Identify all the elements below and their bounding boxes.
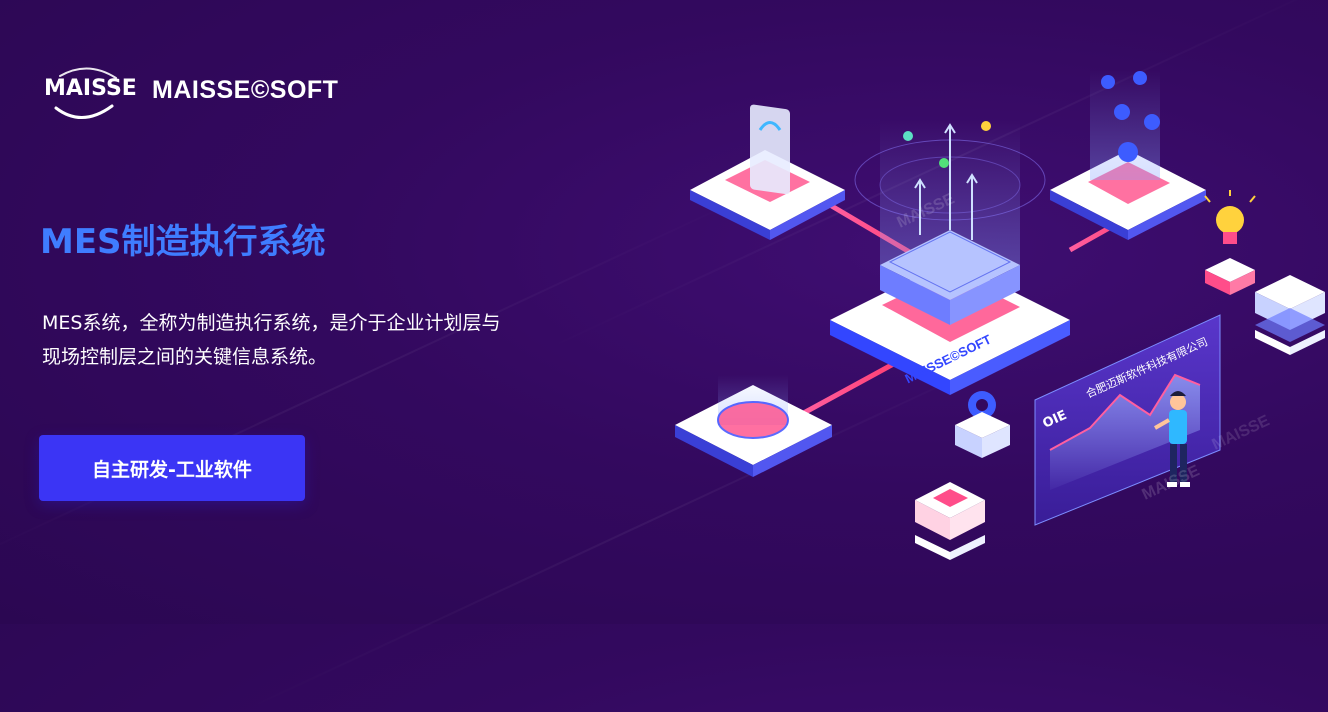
- coin-icon: [1118, 142, 1138, 162]
- isometric-illustration: MAISSE©SOFT: [675, 70, 1325, 560]
- brand-wordmark: MAISSE©SOFT: [152, 76, 339, 104]
- description-line: MES系统，全称为制造执行系统，是介于企业计划层与: [42, 312, 501, 334]
- person-figure: [1154, 391, 1190, 487]
- lightbulb-icon: [1216, 206, 1244, 234]
- cube-stack-bottom: [915, 482, 985, 560]
- central-hub: MAISSE©SOFT: [830, 120, 1070, 395]
- phone-node: [690, 104, 845, 240]
- brand-logo[interactable]: MAISSE MAISSE©SOFT: [42, 62, 362, 120]
- gear-stack: [955, 391, 1010, 458]
- brand-mark-text: MAISSE: [44, 76, 137, 101]
- dashboard-screen: 合肥迈斯软件科技有限公司 OIE: [1034, 314, 1221, 526]
- coin-icon: [1144, 114, 1160, 130]
- page-title: MES制造执行系统: [40, 222, 326, 262]
- lightbulb-stack: [1204, 190, 1256, 295]
- brand-mark: MAISSE: [42, 62, 142, 120]
- hero-description: MES系统，全称为制造执行系统，是介于企业计划层与 现场控制层之间的关键信息系统…: [42, 306, 602, 374]
- coin-icon: [1101, 75, 1115, 89]
- cube-stack-right: [1255, 275, 1325, 355]
- brand-swoosh-icon: [54, 67, 117, 119]
- description-line: 现场控制层之间的关键信息系统。: [42, 346, 328, 368]
- disk-node: [675, 375, 832, 477]
- phone-icon: [750, 104, 790, 195]
- cta-button[interactable]: 自主研发-工业软件: [39, 435, 305, 501]
- coin-icon: [1133, 71, 1147, 85]
- coins-node: [1050, 70, 1206, 240]
- coin-icon: [1114, 104, 1130, 120]
